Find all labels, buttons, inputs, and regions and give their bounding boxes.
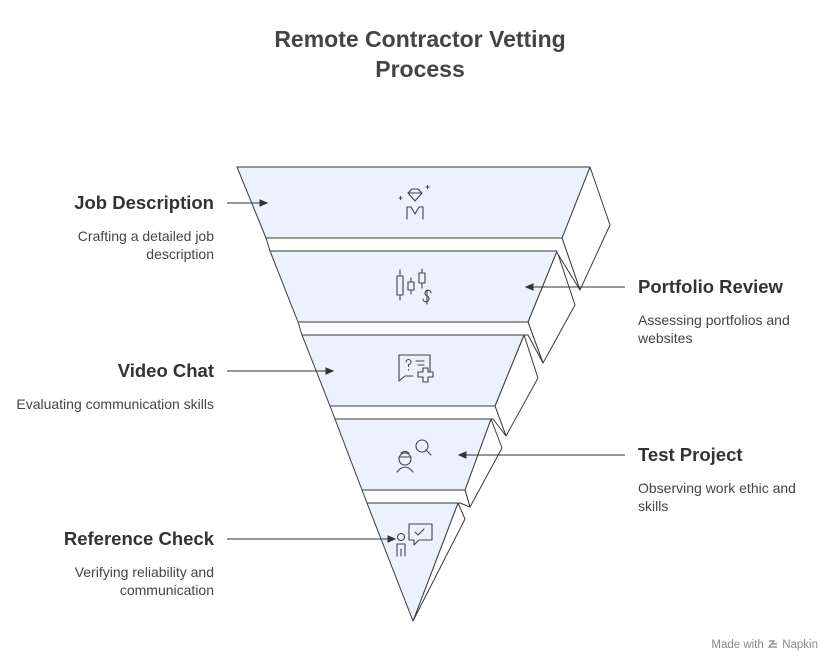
connector-test-project bbox=[457, 451, 625, 459]
diamond-person-icon bbox=[398, 184, 430, 220]
stage-desc-portfolio-review: Assessing portfolios and websites bbox=[638, 312, 790, 346]
chat-question-plus-icon bbox=[398, 354, 434, 383]
stage-desc-video-chat: Evaluating communication skills bbox=[16, 396, 214, 412]
funnel-segment-5 bbox=[366, 502, 459, 622]
stage-title-video-chat: Video Chat bbox=[117, 360, 214, 381]
connector-job-description bbox=[227, 199, 269, 207]
title-line-1: Remote Contractor Vetting bbox=[274, 26, 566, 52]
funnel-segment-1 bbox=[236, 166, 591, 239]
funnel-segment-4 bbox=[334, 418, 492, 491]
napkin-logo-icon bbox=[767, 640, 777, 648]
funnel-segment-3 bbox=[301, 334, 525, 407]
stage-desc-test-project: Observing work ethic and skills bbox=[638, 480, 796, 514]
stage-title-reference-check: Reference Check bbox=[63, 528, 214, 549]
connector-video-chat bbox=[227, 367, 335, 375]
connector-reference-check bbox=[227, 535, 397, 543]
stage-title-test-project: Test Project bbox=[638, 444, 743, 465]
stage-desc-job-description: Crafting a detailed job description bbox=[77, 228, 214, 262]
stage-title-job-description: Job Description bbox=[74, 192, 214, 213]
connector-portfolio-review bbox=[524, 283, 625, 291]
person-approved-chat-icon bbox=[396, 523, 433, 557]
candlestick-dollar-icon bbox=[396, 268, 432, 305]
page-title: Remote Contractor Vetting Process bbox=[0, 24, 840, 84]
stage-title-portfolio-review: Portfolio Review bbox=[638, 276, 783, 297]
stage-desc-reference-check: Verifying reliability and communication bbox=[74, 564, 214, 598]
title-line-2: Process bbox=[375, 56, 465, 82]
worker-search-icon bbox=[396, 439, 432, 473]
footer-made-with: Made with bbox=[711, 639, 764, 651]
made-with-napkin-footer: Made with Napkin bbox=[711, 639, 818, 651]
footer-brand: Napkin bbox=[782, 639, 818, 651]
